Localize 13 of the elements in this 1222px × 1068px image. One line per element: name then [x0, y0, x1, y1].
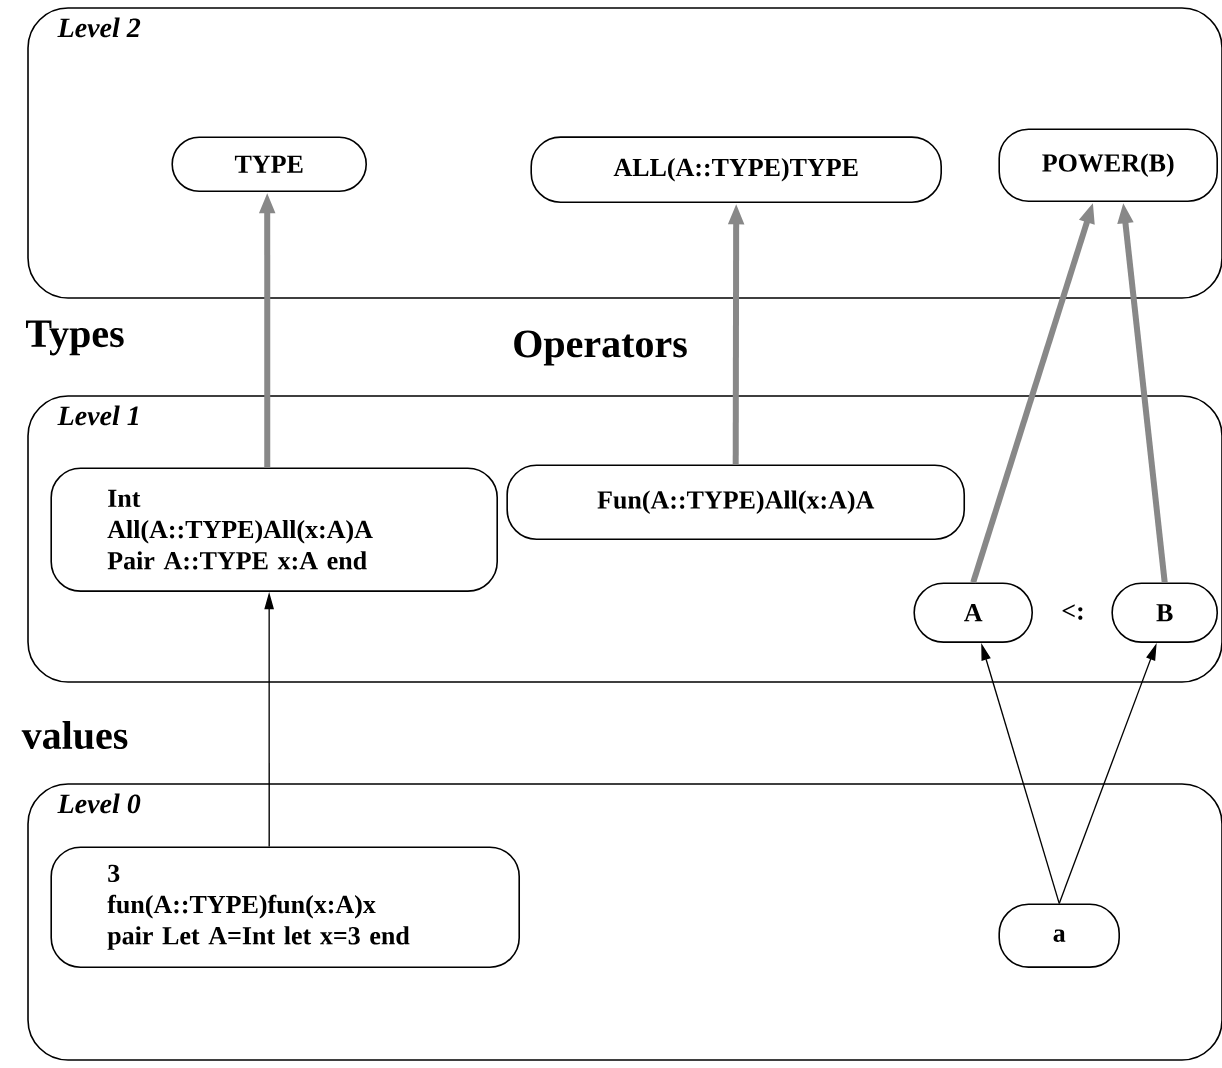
subtype-symbol: <: — [1062, 604, 1083, 620]
term-box: B — [1111, 582, 1219, 643]
section-heading: Operators — [514, 330, 687, 366]
term-box: TYPE — [171, 136, 367, 192]
term-box: POWER(B) — [998, 128, 1218, 202]
term-box: 3 fun(A::TYPE)fun(x:A)x pair Let A=Int let x=3 end — [50, 846, 520, 968]
term-box: Int All(A::TYPE)All(x:A)A Pair A::TYPE x:A end — [50, 467, 498, 592]
term-box: ALL(A::TYPE)TYPE — [530, 136, 942, 204]
section-heading: values — [21, 720, 128, 750]
term-box: A — [913, 582, 1033, 643]
term-box: a — [998, 903, 1120, 968]
term-box: Fun(A::TYPE)All(x:A)A — [506, 464, 966, 540]
section-heading: Types — [26, 320, 124, 356]
